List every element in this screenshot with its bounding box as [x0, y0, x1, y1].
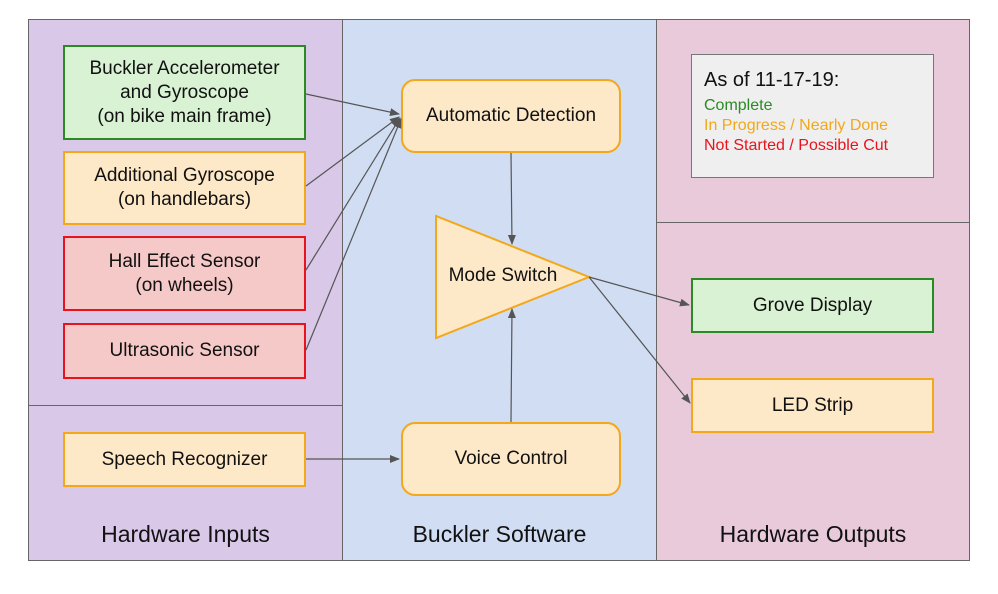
gyroscope-box: Additional Gyroscope (on handlebars) — [63, 151, 306, 225]
inputs-divider — [28, 405, 343, 406]
arrow-voice-to-mode-switch — [507, 308, 516, 423]
arrow-mode-switch-to-grove — [588, 276, 690, 307]
speech-recognizer-box: Speech Recognizer — [63, 432, 306, 487]
arrow-mode-switch-to-led — [588, 276, 691, 404]
outputs-divider — [656, 222, 970, 223]
hardware-outputs-title: Hardware Outputs — [719, 521, 907, 547]
status-legend: As of 11-17-19: Complete In Progress / N… — [691, 54, 934, 178]
arrow-detection-to-mode-switch — [507, 152, 516, 245]
mode-switch-label: Mode Switch — [448, 265, 558, 286]
arrow-gyroscope-to-detection — [305, 116, 400, 187]
arrow-accelerometer-to-detection — [305, 93, 400, 117]
ultrasonic-sensor-box: Ultrasonic Sensor — [63, 323, 306, 379]
led-strip-box: LED Strip — [691, 378, 934, 433]
voice-control-box: Voice Control — [401, 422, 621, 496]
buckler-software-title: Buckler Software — [412, 521, 587, 547]
arrow-hall-to-detection — [305, 117, 401, 271]
legend-title: As of 11-17-19: — [704, 69, 840, 91]
mode-switch-triangle — [435, 214, 592, 340]
legend-in-progress: In Progress / Nearly Done — [704, 117, 889, 134]
grove-display-box: Grove Display — [691, 278, 934, 333]
hardware-inputs-title: Hardware Inputs — [101, 521, 270, 547]
hall-sensor-box: Hall Effect Sensor (on wheels) — [63, 236, 306, 311]
accelerometer-box: Buckler Accelerometer and Gyroscope (on … — [63, 45, 306, 140]
legend-complete: Complete — [704, 97, 773, 114]
automatic-detection-box: Automatic Detection — [401, 79, 621, 153]
arrow-ultrasonic-to-detection — [305, 118, 402, 351]
legend-not-started: Not Started / Possible Cut — [704, 137, 889, 154]
